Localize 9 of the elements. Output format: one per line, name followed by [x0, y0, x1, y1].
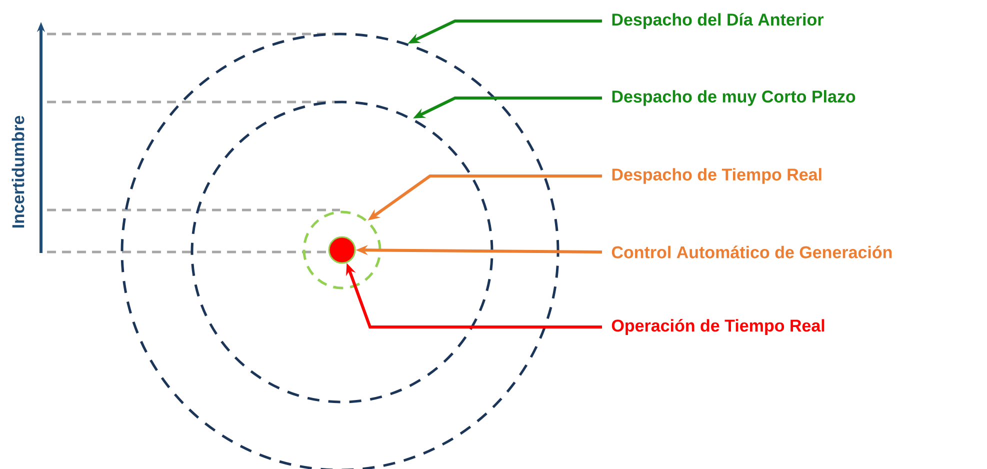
label-text: Despacho de Tiempo Real [612, 168, 822, 184]
dot [328, 236, 356, 264]
label-text: Control Automático de Generación [612, 246, 892, 258]
dashed-circle [190, 100, 494, 404]
label-text: Despacho de muy Corto Plazo [612, 90, 856, 106]
axis-label: Incertidumbre [12, 116, 24, 228]
label-text: Despacho del Día Anterior [612, 13, 824, 29]
dashed-circle [302, 210, 382, 290]
label-text: Operación de Tiempo Real [612, 319, 824, 335]
